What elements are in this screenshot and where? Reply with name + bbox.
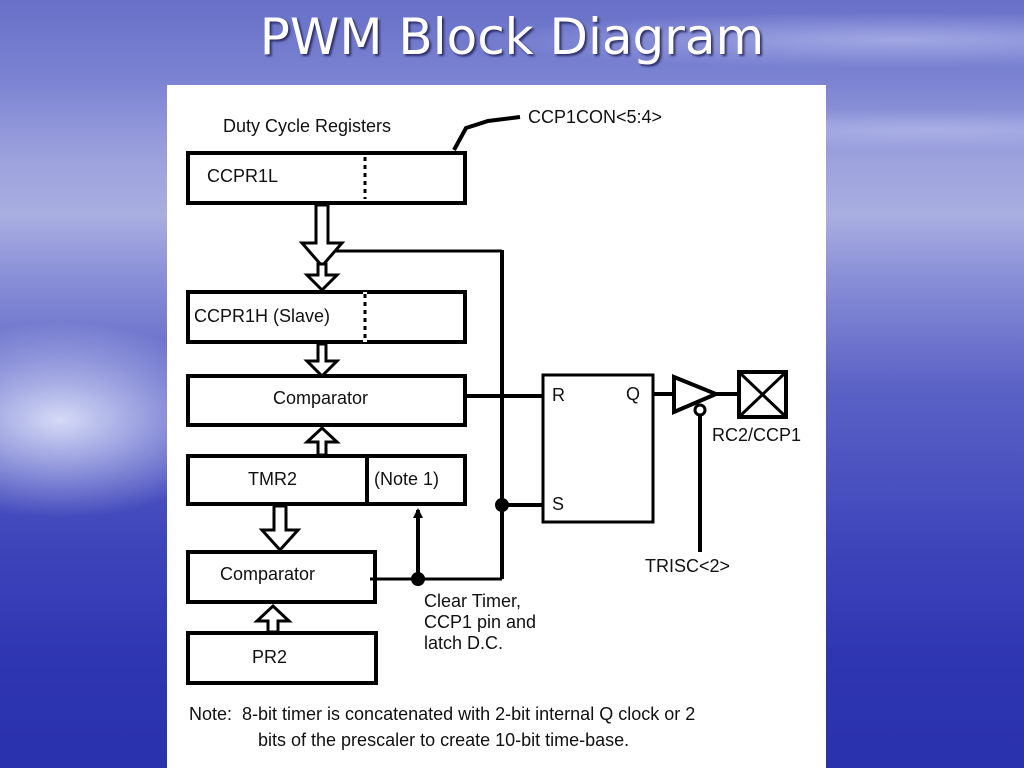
ccp1con-leader-line — [452, 115, 521, 151]
tmr2-block — [186, 454, 369, 506]
note-line1: Note: 8-bit timer is concatenated with 2… — [189, 704, 695, 724]
comparator-bottom-block — [186, 550, 377, 604]
pr2-block — [186, 631, 378, 685]
pin-cross-2 — [739, 372, 786, 417]
clear-timer-label-line2: CCP1 pin and — [424, 612, 536, 632]
note-line2: bits of the prescaler to create 10-bit t… — [258, 730, 629, 750]
pr2-label: PR2 — [252, 647, 287, 667]
ccpr1l-block — [186, 151, 467, 205]
hollow-arrow-tmr2-to-comparator — [303, 425, 341, 457]
comparator-top-label: Comparator — [273, 388, 368, 408]
sr-flipflop-block — [541, 373, 655, 524]
hollow-arrow-latch-to-ccpr1h — [303, 262, 341, 293]
note1-label: (Note 1) — [374, 469, 439, 489]
tmr2-label: TMR2 — [248, 469, 297, 489]
clear-timer-label-line1: Clear Timer, — [424, 591, 521, 611]
trisc-label: TRISC<2> — [645, 556, 730, 576]
duty-cycle-registers-label: Duty Cycle Registers — [223, 116, 391, 136]
tristate-buffer-icon — [672, 374, 722, 416]
comparator-bottom-label: Comparator — [220, 564, 315, 584]
note1-block — [365, 454, 467, 506]
hollow-arrow-ccpr1h-to-comparator — [303, 342, 341, 379]
hollow-arrow-ccpr1l-to-ccpr1h — [298, 203, 346, 269]
rc2-ccp1-label: RC2/CCP1 — [712, 425, 801, 445]
buffer-enable-bubble — [693, 403, 707, 417]
ccp1con-label: CCP1CON<5:4> — [528, 107, 662, 127]
flipflop-s-label: S — [552, 494, 564, 514]
ccpr1l-label: CCPR1L — [207, 166, 278, 186]
hollow-arrow-tmr2-to-comparator-bottom — [258, 504, 302, 553]
clear-timer-label-line3: latch D.C. — [424, 633, 503, 653]
comparator-top-block — [186, 374, 467, 427]
junction-dot-bottom — [411, 572, 425, 586]
hollow-arrow-pr2-to-comparator — [253, 603, 293, 634]
ccpr1h-block — [186, 290, 467, 344]
flipflop-r-label: R — [552, 385, 565, 405]
flipflop-q-label: Q — [626, 384, 640, 404]
arrowhead-to-note1 — [413, 508, 423, 518]
ccpr1h-label: CCPR1H (Slave) — [194, 306, 330, 326]
slide-title: PWM Block Diagram — [259, 8, 765, 66]
